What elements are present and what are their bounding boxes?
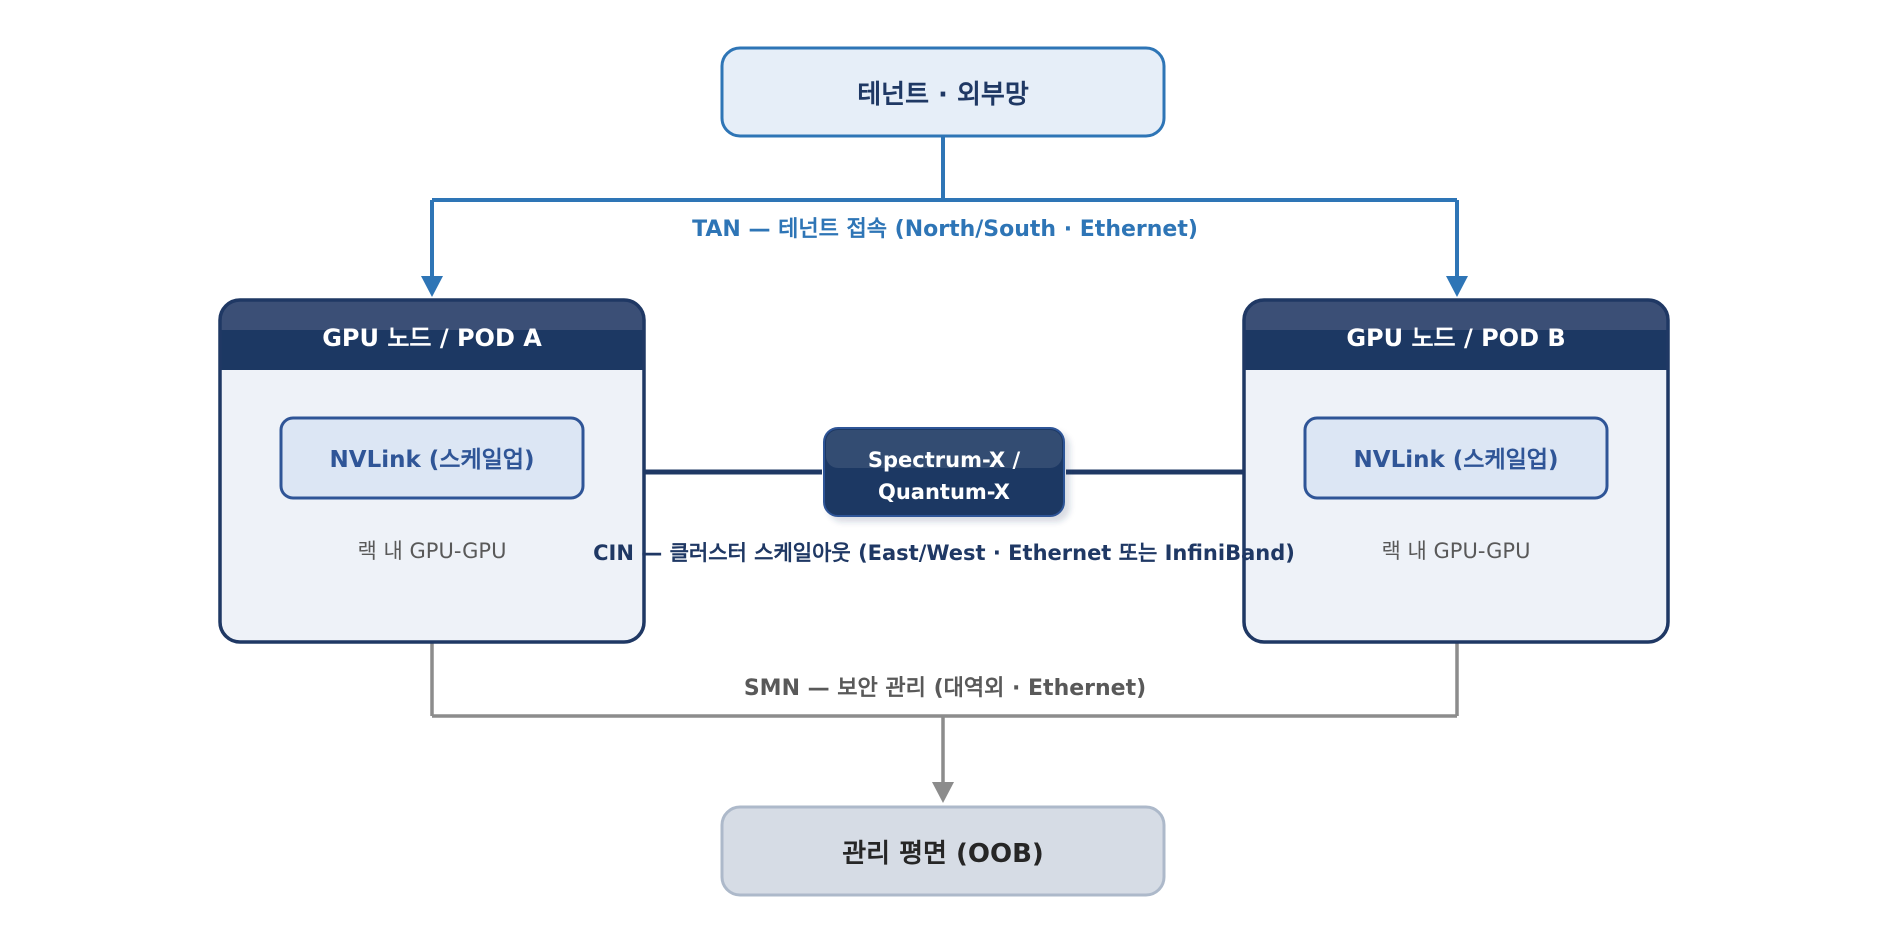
pod-a-title: GPU 노드 / POD A <box>322 324 542 352</box>
pod-b-nvlink-shape <box>1303 416 1609 500</box>
smn-arrowhead <box>932 782 954 803</box>
pod-b-nvlink-box[interactable]: NVLink (스케일업) <box>1303 416 1609 500</box>
pod-b-header-highlight <box>1244 300 1668 330</box>
pod-a-nvlink-shape <box>279 416 585 500</box>
pod-a-box[interactable]: GPU 노드 / POD A NVLink (스케일업) 랙 내 GPU-GPU <box>218 298 646 644</box>
pod-b-title: GPU 노드 / POD B <box>1346 324 1565 352</box>
pod-b-caption: 랙 내 GPU-GPU <box>1382 539 1531 563</box>
pod-a-caption: 랙 내 GPU-GPU <box>358 539 507 563</box>
pod-b-border <box>1242 298 1670 644</box>
management-box-shape <box>720 805 1166 897</box>
tan-arrowhead-a <box>421 276 443 297</box>
management-box[interactable]: 관리 평면 (OOB) <box>720 805 1166 897</box>
tan-connector <box>421 136 1468 297</box>
pod-a-header-highlight <box>220 300 644 330</box>
switch-label-line2: Quantum-X <box>878 480 1010 504</box>
smn-connector <box>430 642 1459 803</box>
smn-label: SMN — 보안 관리 (대역외 · Ethernet) <box>744 676 1146 701</box>
tan-label: TAN — 테넌트 접속 (North/South · Ethernet) <box>692 217 1198 242</box>
switch-box[interactable]: Spectrum-X / Quantum-X <box>823 427 1065 517</box>
tenant-box[interactable]: 테넌트 · 외부망 <box>720 46 1166 138</box>
pod-b-nvlink-label: NVLink (스케일업) <box>1354 447 1559 473</box>
switch-highlight <box>826 430 1062 468</box>
pod-a-nvlink-box[interactable]: NVLink (스케일업) <box>279 416 585 500</box>
pod-a-border <box>218 298 646 644</box>
pod-a-nvlink-label: NVLink (스케일업) <box>330 447 535 473</box>
cin-label: CIN — 클러스터 스케일아웃 (East/West · Ethernet 또… <box>593 541 1295 565</box>
tenant-title: 테넌트 · 외부망 <box>857 80 1029 110</box>
management-title: 관리 평면 (OOB) <box>842 839 1044 869</box>
tan-arrowhead-b <box>1446 276 1468 297</box>
pod-b-box[interactable]: GPU 노드 / POD B NVLink (스케일업) 랙 내 GPU-GPU <box>1242 298 1670 644</box>
switch-shape <box>823 427 1065 517</box>
tenant-box-shape <box>720 46 1166 138</box>
switch-label-line1: Spectrum-X / <box>868 448 1021 472</box>
